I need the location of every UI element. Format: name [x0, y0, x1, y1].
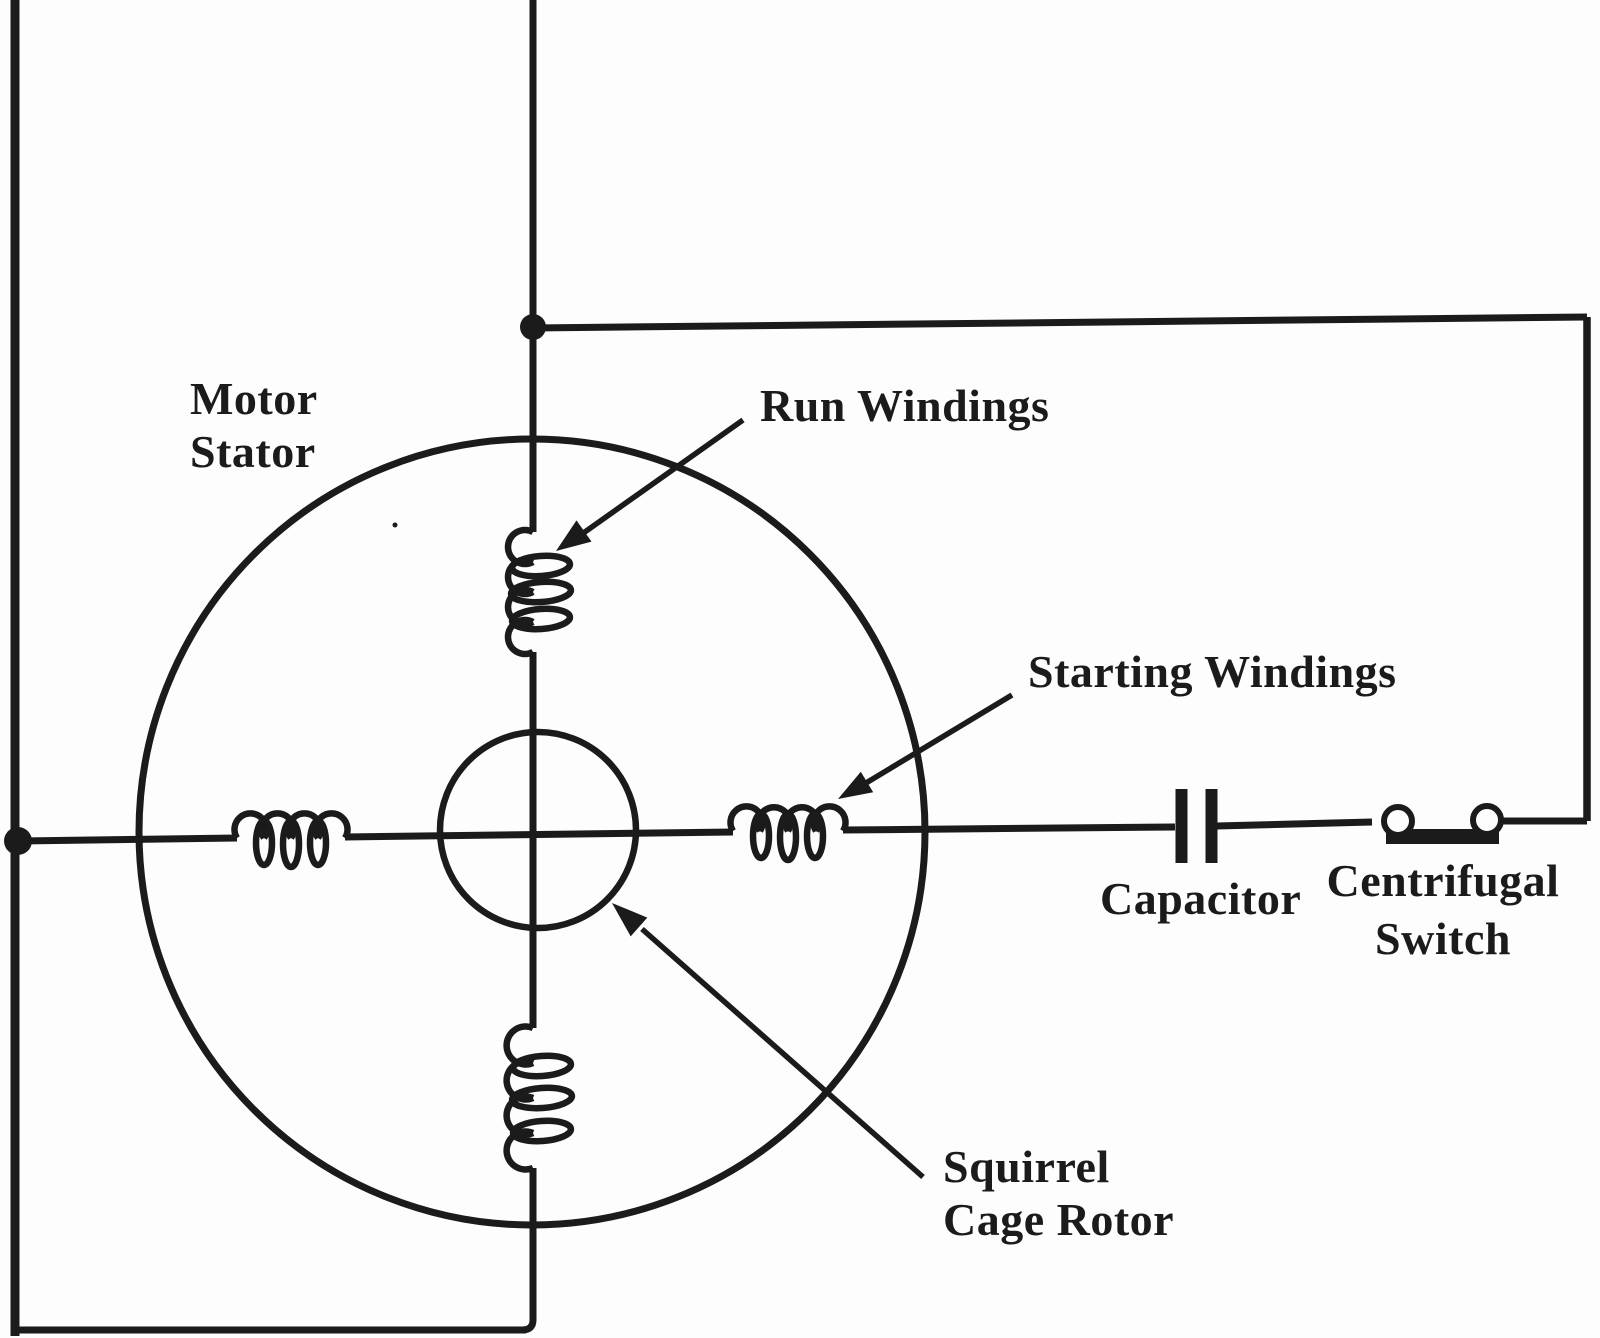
centrifugal-switch-label: Centrifugal Switch — [1303, 852, 1583, 968]
winding-coil-left — [231, 810, 351, 871]
motor-stator-label-line2: Stator — [190, 426, 316, 477]
switch-contact-right — [1470, 803, 1504, 837]
squirrel-cage-rotor-label-line2: Cage Rotor — [943, 1194, 1175, 1245]
centrifugal-switch-label-line1: Centrifugal — [1326, 855, 1560, 906]
squirrel-cage-rotor-label: Squirrel Cage Rotor — [943, 1140, 1174, 1246]
centrifugal-switch-label-line2: Switch — [1375, 913, 1511, 964]
center-line-bottom — [521, 1168, 537, 1334]
junction-dot-left — [4, 827, 32, 855]
switch-bar — [1386, 829, 1499, 844]
main-wire-b — [344, 828, 734, 841]
motor-stator-label-line1: Motor — [190, 373, 318, 424]
main-wire-c — [842, 823, 1176, 834]
capacitor-plate-left — [1175, 789, 1188, 863]
top-wire — [532, 313, 1588, 332]
switch-contact-left — [1381, 804, 1415, 838]
capacitor-plate-right — [1205, 789, 1218, 863]
starting-windings-label: Starting Windings — [1028, 646, 1397, 697]
squirrel-cage-rotor-arrow — [612, 903, 925, 1180]
run-winding-coil-bottom — [503, 1023, 576, 1173]
main-wire-d — [1216, 818, 1373, 830]
squirrel-cage-rotor-circle — [436, 728, 640, 932]
scan-speck — [392, 522, 398, 528]
centrifugal-switch-symbol — [1381, 803, 1504, 844]
motor-stator-label: Motor Stator — [190, 372, 318, 478]
junction-dot-top — [520, 314, 546, 340]
run-winding-coil-top — [504, 526, 575, 658]
main-wire-a — [19, 834, 238, 845]
run-windings-label: Run Windings — [760, 380, 1050, 431]
starting-windings-arrow — [838, 692, 1014, 799]
squirrel-cage-rotor-label-line1: Squirrel — [943, 1141, 1110, 1192]
capacitor-label: Capacitor — [1100, 873, 1302, 924]
run-windings-arrow — [556, 417, 745, 551]
starting-winding-coil-right — [727, 803, 849, 864]
capacitor-symbol — [1175, 789, 1218, 863]
